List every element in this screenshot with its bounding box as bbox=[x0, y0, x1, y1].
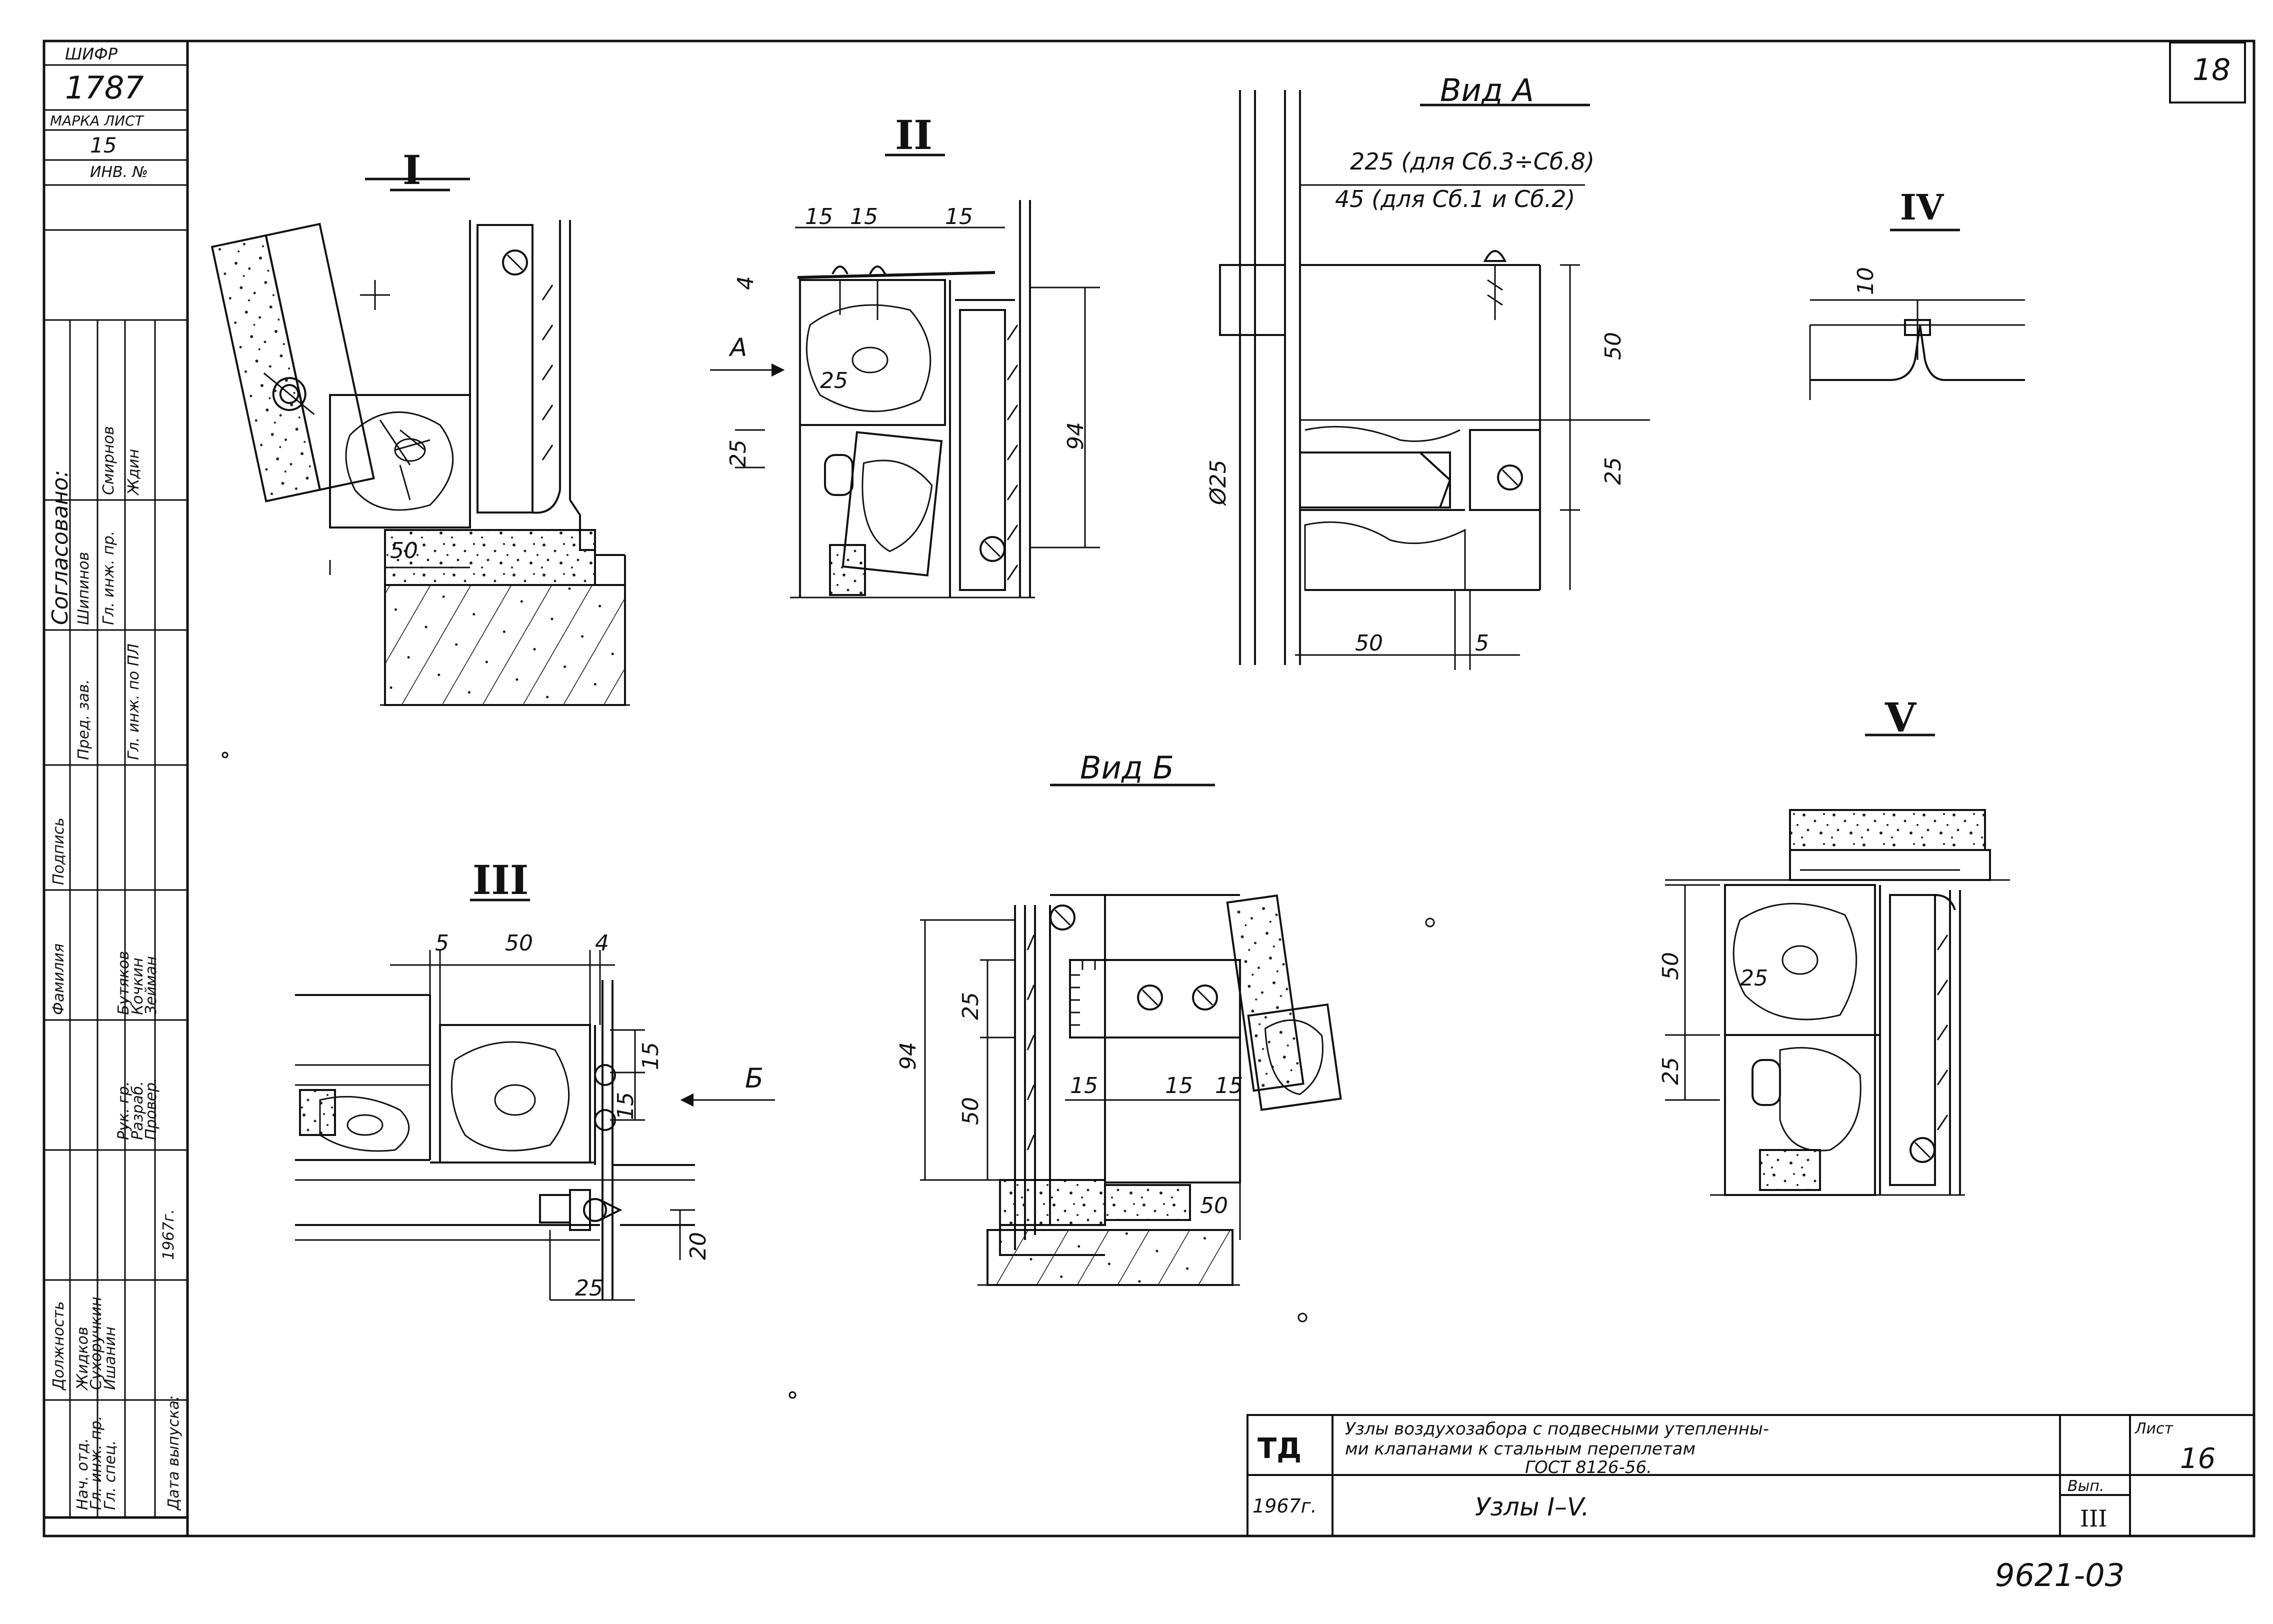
view-b-dim-4: 15 bbox=[1165, 1073, 1193, 1098]
node-3-dim-0: 5 bbox=[435, 930, 449, 956]
staff-name-2: Ишанин bbox=[102, 1326, 119, 1390]
approval-role-0: Гл. инж. пр. bbox=[100, 530, 118, 625]
node-2-dim-6: 94 bbox=[1063, 422, 1088, 450]
node-2-dim-1: 15 bbox=[850, 204, 878, 230]
inv-label: ИНВ. № bbox=[90, 164, 148, 181]
staff-role-2: Гл. спец. bbox=[102, 1440, 119, 1510]
title-block-title-3: ГОСТ 8126-56. bbox=[1525, 1458, 1652, 1478]
node-1-graphic bbox=[210, 178, 630, 706]
approval-name-0: Смирнов bbox=[100, 426, 118, 495]
view-b-dim-0: 94 bbox=[896, 1042, 921, 1070]
title-block-subtitle: Узлы I–V. bbox=[1475, 1492, 1590, 1522]
staff-role-5: Провер. bbox=[142, 1078, 160, 1140]
view-a-title: Вид А bbox=[1440, 72, 1534, 108]
approval-col-2: Фамилия bbox=[50, 943, 68, 1015]
view-b-graphic bbox=[920, 894, 1342, 1286]
node-2-dim-2: 15 bbox=[945, 204, 973, 230]
view-a-dim-1: 25 bbox=[1600, 457, 1626, 485]
node-3-arrow-label: Б bbox=[745, 1062, 764, 1094]
node-2-dim-4: 25 bbox=[820, 368, 848, 394]
view-a-dim-3: 50 bbox=[1355, 630, 1383, 656]
view-a-dim-2: Ø25 bbox=[1206, 460, 1231, 505]
view-b-dim-6: 50 bbox=[1200, 1193, 1228, 1218]
node-2-dim-3: 4 bbox=[733, 276, 758, 290]
view-a-dim-0: 50 bbox=[1600, 332, 1626, 360]
view-b-dim-3: 15 bbox=[1070, 1073, 1098, 1098]
title-block-title-1: Узлы воздухозабора с подвесными утепленн… bbox=[1345, 1419, 1770, 1439]
title-block-issue-value: III bbox=[2080, 1505, 2108, 1532]
mark-value: 15 bbox=[90, 133, 117, 158]
node-5-graphic bbox=[1665, 809, 2010, 1196]
node-2-title: II bbox=[895, 112, 932, 158]
node-2-dim-5: 25 bbox=[726, 440, 751, 468]
approval-name-2: Ждин bbox=[125, 448, 142, 495]
view-b-dim-5: 15 bbox=[1215, 1073, 1243, 1098]
approval-col-3: Подпись bbox=[50, 818, 68, 885]
approval-role-1: Пред. зав. bbox=[75, 679, 92, 760]
node-5-dim-1: 25 bbox=[1740, 966, 1768, 991]
node-3-title: III bbox=[472, 856, 529, 904]
node-3-graphic bbox=[295, 950, 775, 1301]
title-block-sheet-label: Лист bbox=[2135, 1420, 2174, 1438]
title-block-issue-label: Вып. bbox=[2068, 1478, 2104, 1495]
staff-name-5: Зейман bbox=[142, 956, 160, 1015]
node-2-dim-0: 15 bbox=[805, 204, 833, 230]
node-4-graphic bbox=[1809, 299, 2025, 400]
node-4-dim-0: 10 bbox=[1853, 267, 1878, 295]
approval-header: Согласовано: bbox=[48, 470, 73, 625]
view-a-note-2: 45 (для Сб.1 и Сб.2) bbox=[1335, 186, 1576, 212]
node-3-dim-3: 15 bbox=[638, 1042, 664, 1070]
node-3-dim-2: 4 bbox=[595, 930, 609, 956]
node-3-dim-6: 25 bbox=[575, 1276, 603, 1301]
view-b-title: Вид Б bbox=[1080, 750, 1174, 786]
archive-number: 9621-03 bbox=[1995, 1557, 2125, 1594]
view-b-dim-2: 50 bbox=[958, 1097, 984, 1125]
approval-col-1: Должность bbox=[50, 1301, 68, 1390]
view-a-dim-4: 5 bbox=[1475, 630, 1489, 656]
title-block-title-2: ми клапанами к стальным переплетам bbox=[1345, 1439, 1696, 1459]
node-1-dim-0: 50 bbox=[390, 538, 418, 564]
node-1-title: I bbox=[402, 146, 422, 194]
issue-date: 1967г. bbox=[160, 1209, 178, 1260]
node-2-arrow-label: А bbox=[730, 333, 748, 362]
node-3-dim-4: 15 bbox=[613, 1092, 638, 1120]
title-block-year: 1967г. bbox=[1252, 1495, 1317, 1517]
approval-name-1: Шипинов bbox=[75, 552, 92, 625]
code-label: ШИФР bbox=[65, 44, 118, 64]
view-b-dim-1: 25 bbox=[958, 992, 984, 1020]
drawing-code: 1787 bbox=[65, 70, 144, 106]
mark-label: МАРКА ЛИСТ bbox=[50, 112, 144, 129]
node-3-dim-1: 50 bbox=[505, 930, 533, 956]
sheet-number: 18 bbox=[2192, 52, 2231, 88]
title-block-org: ТД bbox=[1258, 1432, 1302, 1465]
node-2-graphic bbox=[710, 200, 1100, 598]
view-a-graphic bbox=[1219, 90, 1650, 670]
issue-date-label: Дата выпуска: bbox=[165, 1395, 182, 1510]
node-5-title: V bbox=[1885, 694, 1916, 741]
title-block-sheet-value: 16 bbox=[2180, 1442, 2216, 1475]
node-5-dim-0: 50 bbox=[1658, 952, 1684, 980]
node-3-dim-5: 20 bbox=[686, 1232, 711, 1260]
approval-role-2: Гл. инж. по ПЛ bbox=[125, 644, 142, 760]
view-a-note-1: 225 (для Сб.3÷Сб.8) bbox=[1350, 148, 1595, 175]
node-5-dim-2: 25 bbox=[1658, 1057, 1684, 1085]
node-4-title: IV bbox=[1900, 186, 1944, 228]
